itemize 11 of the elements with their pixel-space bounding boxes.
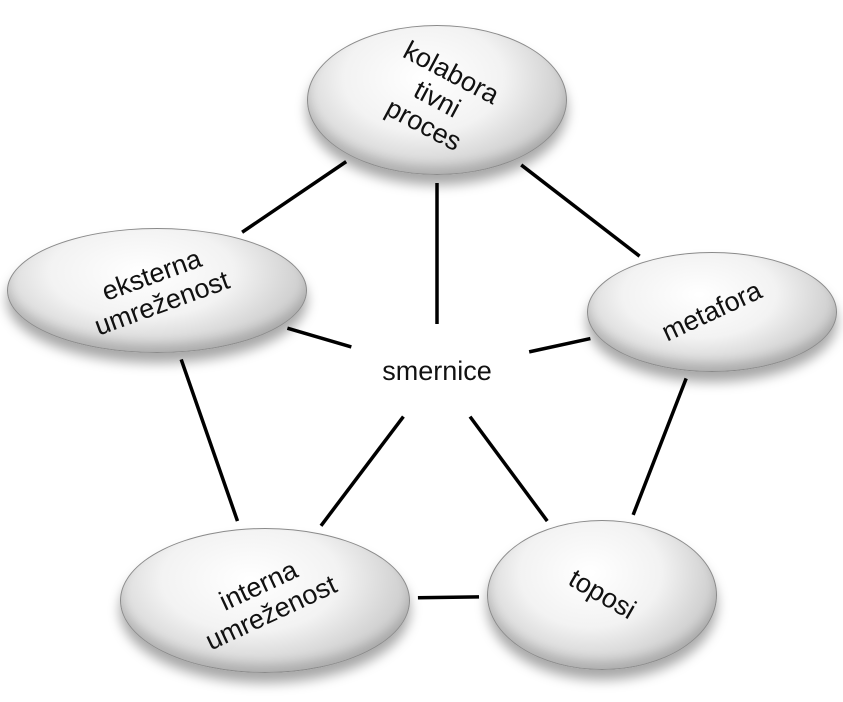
connector-line <box>632 378 688 516</box>
connector-line <box>180 358 240 522</box>
connector-line <box>468 416 549 522</box>
center-label: smernice <box>381 357 493 387</box>
connector-line <box>435 183 439 324</box>
connector-line <box>286 326 352 349</box>
connector-line <box>528 336 591 354</box>
connector-line <box>241 160 348 234</box>
connector-line <box>320 415 405 527</box>
connector-line <box>418 595 480 600</box>
connector-line <box>520 164 641 258</box>
